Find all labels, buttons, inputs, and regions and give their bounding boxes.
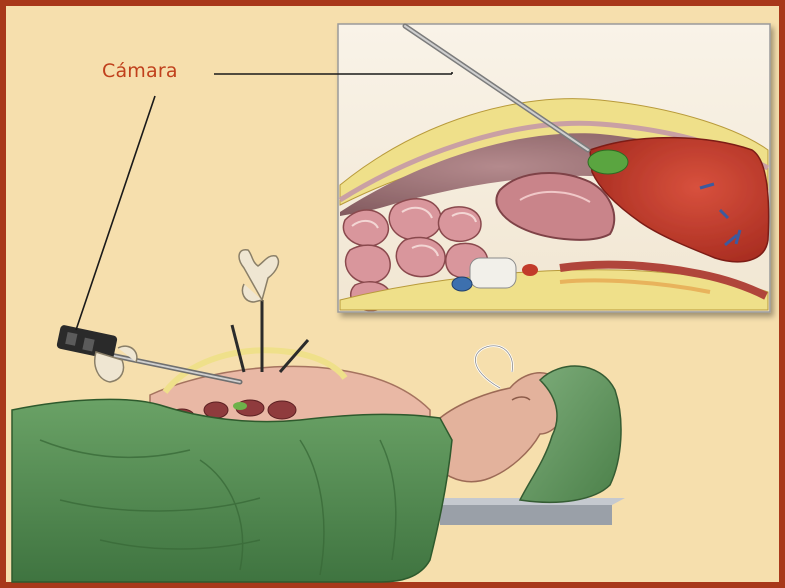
patient (12, 346, 625, 582)
laparoscope-camera-icon (56, 324, 240, 382)
anatomy-inset (338, 24, 770, 312)
surgical-drape (12, 399, 452, 582)
gallbladder (588, 150, 628, 174)
camera-label: Cámara (102, 60, 178, 82)
